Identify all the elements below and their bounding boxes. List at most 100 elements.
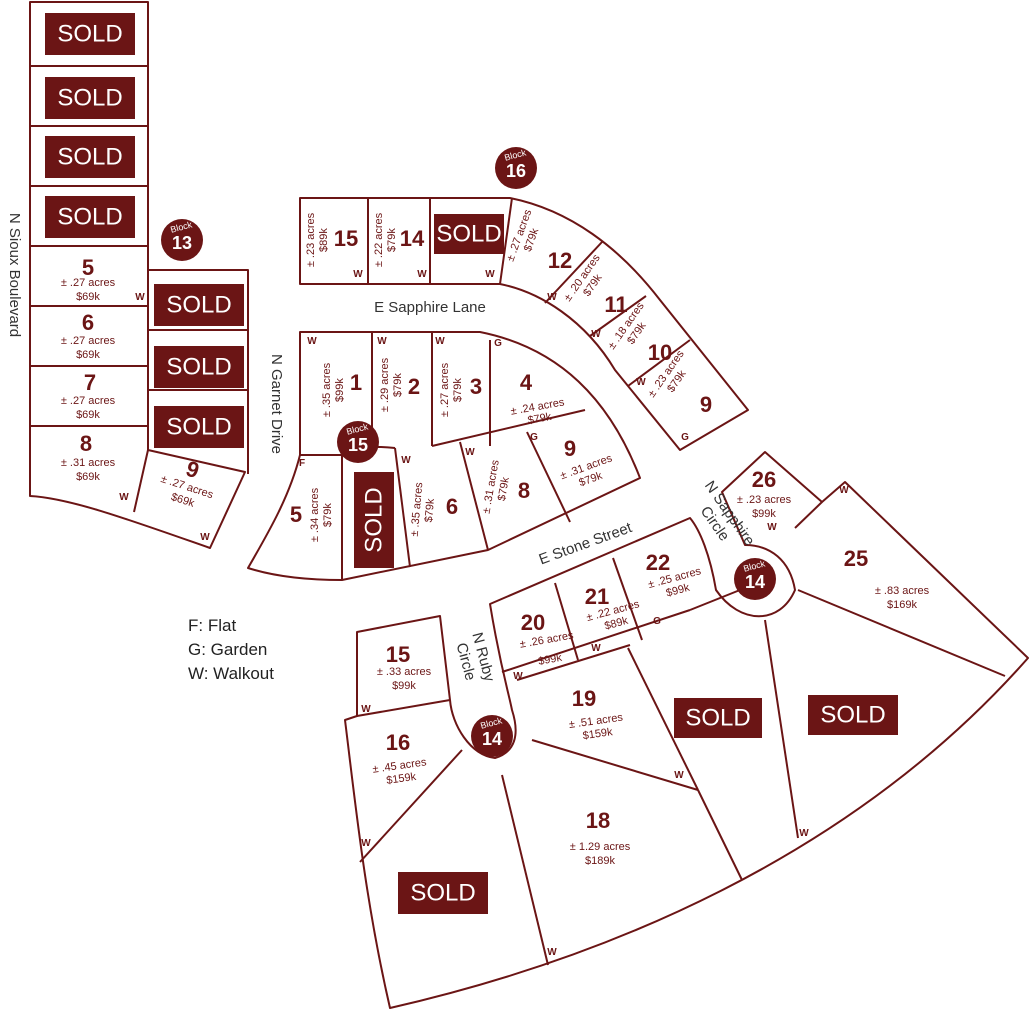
lot-b16-14[interactable]: 14 ± .22 acres $79k — [373, 212, 425, 267]
svg-text:SOLD: SOLD — [166, 414, 231, 441]
svg-text:W: W — [353, 269, 363, 280]
svg-text:6: 6 — [446, 494, 458, 519]
svg-text:15: 15 — [386, 642, 410, 667]
svg-text:W: W — [435, 336, 445, 347]
svg-text:W: W — [799, 828, 809, 839]
svg-text:W: W — [361, 704, 371, 715]
svg-text:SOLD: SOLD — [436, 221, 501, 248]
svg-text:22: 22 — [646, 550, 670, 575]
svg-text:$169k: $169k — [887, 599, 917, 611]
lot-b14-25[interactable]: 25 ± .83 acres $169k — [844, 546, 930, 611]
lot-b14-19[interactable]: 19 ± .51 acres $159k — [568, 686, 626, 744]
street-e-stone-street: E Stone Street — [537, 519, 635, 569]
sold-badge: SOLD — [45, 196, 135, 238]
svg-text:$79k: $79k — [322, 503, 334, 527]
lot-b13-7[interactable]: 7 ± .27 acres $69k — [61, 370, 116, 421]
svg-text:4: 4 — [520, 370, 533, 395]
svg-text:11: 11 — [604, 292, 627, 317]
street-n-sioux-boulevard: N Sioux Boulevard — [6, 213, 23, 337]
sold-badge: SOLD — [808, 695, 898, 735]
svg-text:W: W — [674, 770, 684, 781]
lot-b15-5[interactable]: 5 ± .34 acres $79k — [290, 487, 334, 542]
svg-text:$99k: $99k — [537, 652, 563, 668]
svg-text:$89k: $89k — [318, 228, 330, 252]
svg-text:$99k: $99k — [392, 680, 416, 692]
svg-text:7: 7 — [84, 370, 96, 395]
svg-text:± .31 acres: ± .31 acres — [61, 457, 116, 469]
lot-b15-8[interactable]: 8 ± .31 acres $79k — [480, 458, 530, 516]
lot-b13-8[interactable]: 8 ± .31 acres $69k — [61, 431, 116, 483]
svg-text:2: 2 — [408, 374, 420, 399]
svg-text:8: 8 — [80, 431, 92, 456]
svg-text:W: W — [377, 336, 387, 347]
street-n-ruby-circle: N Ruby Circle — [453, 631, 498, 684]
legend: F: Flat G: Garden W: Walkout — [188, 614, 274, 686]
svg-text:12: 12 — [548, 248, 572, 273]
block-15-badge: Block 15 — [337, 421, 379, 463]
svg-text:15: 15 — [334, 226, 358, 251]
sold-badge: SOLD — [434, 214, 504, 254]
svg-text:W: W — [591, 329, 601, 340]
lot-b14-16[interactable]: 16 ± .45 acres $159k — [372, 730, 430, 789]
sold-badge: SOLD — [674, 698, 762, 738]
svg-text:6: 6 — [82, 310, 94, 335]
lot-b14-26[interactable]: 26 ± .23 acres $99k — [737, 467, 792, 520]
lot-b16-12[interactable]: 12 ± .27 acres $79k — [504, 208, 572, 273]
lot-b16-15[interactable]: 15 ± .23 acres $89k — [305, 212, 358, 267]
lot-b14-20[interactable]: 20 ± .26 acres $99k — [519, 610, 579, 670]
sold-badge: SOLD — [154, 284, 244, 326]
svg-text:9: 9 — [700, 392, 712, 417]
lot-b15-6[interactable]: 6 ± .35 acres $79k — [409, 481, 458, 538]
svg-text:W: W — [200, 532, 210, 543]
svg-text:G: G — [530, 432, 538, 443]
svg-text:16: 16 — [386, 730, 410, 755]
svg-text:W: W — [485, 269, 495, 280]
svg-text:16: 16 — [506, 161, 526, 181]
street-n-sapphire-circle: N Sapphire Circle — [697, 478, 758, 549]
svg-text:$159k: $159k — [582, 726, 614, 742]
lot-b15-1[interactable]: 1 ± .35 acres $99k — [321, 362, 362, 417]
svg-text:14: 14 — [400, 226, 425, 251]
lot-b15-4[interactable]: 4 ± .24 acres $79k — [510, 370, 568, 429]
lot-b15-9[interactable]: 9 ± .31 acres $79k — [559, 436, 619, 494]
lot-b15-2[interactable]: 2 ± .29 acres $79k — [379, 357, 420, 412]
svg-text:5: 5 — [290, 502, 302, 527]
svg-text:W: W — [636, 377, 646, 388]
svg-text:± .83 acres: ± .83 acres — [875, 585, 930, 597]
svg-text:SOLD: SOLD — [57, 21, 122, 48]
sold-badge: SOLD — [154, 346, 244, 388]
svg-text:W: W — [307, 336, 317, 347]
svg-text:$69k: $69k — [76, 291, 100, 303]
svg-text:SOLD: SOLD — [410, 880, 475, 907]
block-13-badge: Block 13 — [161, 219, 203, 261]
lot-tags: W W W W W W W W W G W W W G F W W G W W … — [119, 269, 849, 958]
svg-text:± 1.29 acres: ± 1.29 acres — [570, 841, 631, 853]
svg-text:± .22 acres: ± .22 acres — [373, 212, 385, 267]
svg-text:W: W — [401, 455, 411, 466]
street-e-sapphire-lane: E Sapphire Lane — [374, 299, 486, 316]
lot-b13-6[interactable]: 6 ± .27 acres $69k — [61, 310, 116, 361]
svg-text:26: 26 — [752, 467, 776, 492]
block-14-badge-south: Block 14 — [471, 715, 513, 757]
svg-text:± .34 acres: ± .34 acres — [309, 487, 321, 542]
svg-text:G: G — [494, 338, 502, 349]
lot-b13-9[interactable]: 9 ± .27 acres $69k — [155, 449, 223, 514]
svg-text:W: W — [591, 643, 601, 654]
sold-badge: SOLD — [398, 872, 488, 914]
block-14-lines — [344, 451, 1029, 1009]
lot-b14-15[interactable]: 15 ± .33 acres $99k — [377, 642, 432, 692]
lot-b13-5[interactable]: 5 ± .27 acres $69k — [61, 255, 116, 303]
svg-text:W: W — [767, 522, 777, 533]
legend-flat: F: Flat — [188, 616, 237, 635]
svg-text:14: 14 — [482, 729, 502, 749]
svg-text:18: 18 — [586, 808, 610, 833]
lot-b14-18[interactable]: 18 ± 1.29 acres $189k — [570, 808, 631, 867]
lot-b14-22[interactable]: 22 ± .25 acres $99k — [646, 550, 706, 604]
svg-text:W: W — [119, 492, 129, 503]
svg-text:G: G — [681, 432, 689, 443]
svg-text:W: W — [547, 292, 557, 303]
svg-text:20: 20 — [521, 610, 545, 635]
svg-text:$69k: $69k — [76, 409, 100, 421]
lot-b15-3[interactable]: 3 ± .27 acres $79k — [439, 362, 482, 417]
